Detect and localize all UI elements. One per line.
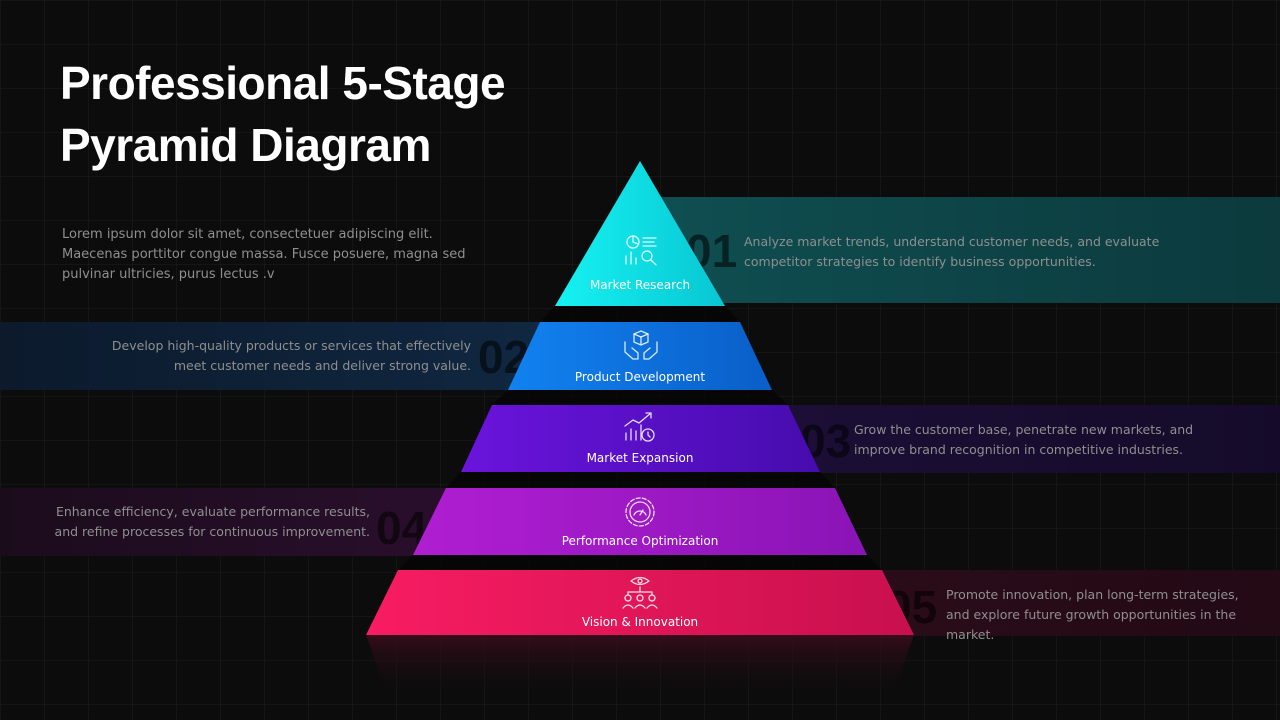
page-title: Professional 5-Stage Pyramid Diagram xyxy=(60,52,506,176)
layer-2-shadow xyxy=(492,390,788,405)
stage-2-label: Product Development xyxy=(575,370,705,384)
hands-box-icon xyxy=(624,330,658,360)
intro-text: Lorem ipsum dolor sit amet, consectetuer… xyxy=(62,227,466,282)
stage-1-description: Analyze market trends, understand custom… xyxy=(744,234,1160,269)
layer-1-shadow xyxy=(540,306,740,322)
stage-2-description: Develop high-quality products or service… xyxy=(111,338,471,373)
title-line-2: Pyramid Diagram xyxy=(60,119,431,171)
stage-4-label: Performance Optimization xyxy=(562,534,719,548)
stage-4-description: Enhance efficiency, evaluate performance… xyxy=(54,504,370,539)
research-chart-icon xyxy=(625,235,657,266)
growth-chart-icon xyxy=(624,412,655,442)
gear-gauge-icon xyxy=(625,497,655,527)
vision-network-icon xyxy=(622,576,658,609)
stage-1-label: Market Research xyxy=(590,278,690,292)
stage-4-number: 04 xyxy=(376,502,428,554)
pyramid-layer-1 xyxy=(555,161,725,306)
layer-4-shadow xyxy=(398,555,882,570)
stage-3-label: Market Expansion xyxy=(587,451,694,465)
pyramid-layer-5 xyxy=(366,570,914,635)
pyramid-layer-2 xyxy=(508,322,772,390)
stage-3-description: Grow the customer base, penetrate new ma… xyxy=(854,422,1194,457)
title-line-1: Professional 5-Stage xyxy=(60,57,506,109)
stage-5-label: Vision & Innovation xyxy=(582,615,698,629)
pyramid-reflection xyxy=(366,635,914,700)
stage-1-band xyxy=(640,197,1280,303)
stage-5-description: Promote innovation, plan long-term strat… xyxy=(946,587,1239,642)
layer-3-shadow xyxy=(446,472,835,488)
